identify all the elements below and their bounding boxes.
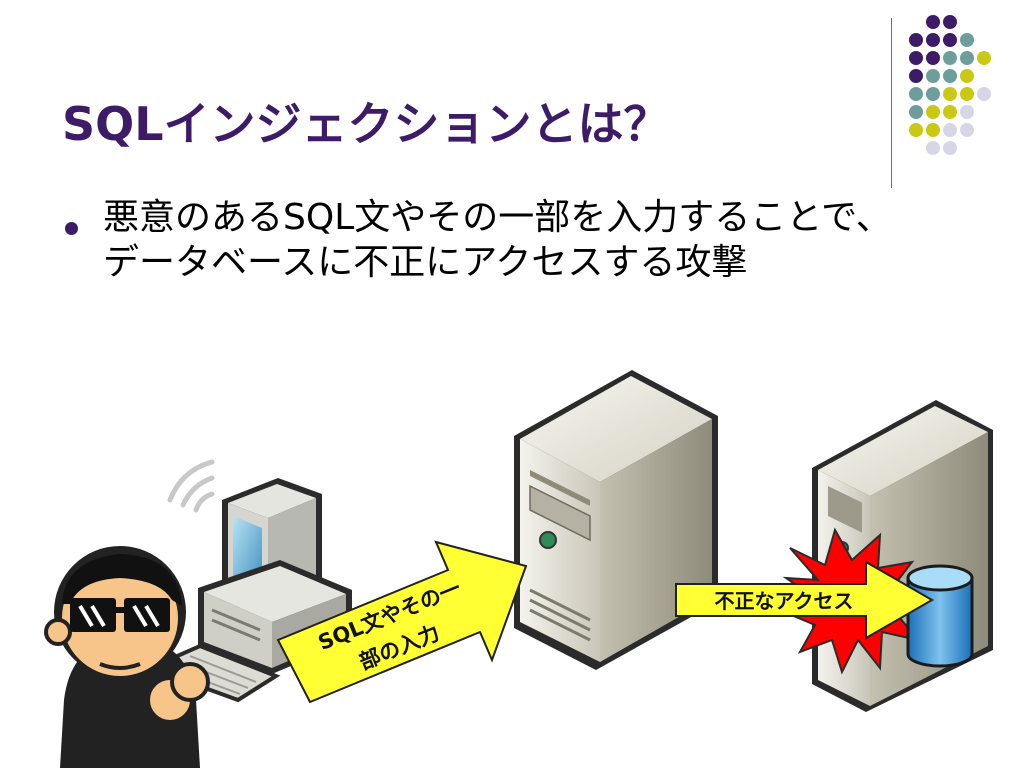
decorative-dot	[943, 105, 957, 119]
decorative-dot	[943, 87, 957, 101]
bullet-text: 悪意のあるSQL文やその一部を入力することで、 データベースに不正にアクセスする…	[103, 196, 1003, 285]
database-icon	[906, 564, 974, 668]
decorative-dot	[909, 87, 923, 101]
decorative-dot	[909, 123, 923, 137]
decorative-dot	[960, 123, 974, 137]
bullet-marker	[65, 222, 78, 235]
server-icon-main	[514, 370, 718, 670]
decorative-dot	[943, 51, 957, 65]
decorative-dot	[960, 87, 974, 101]
signal-icon	[167, 459, 215, 513]
decorative-dot	[943, 123, 957, 137]
decorative-dot	[960, 69, 974, 83]
decorative-dot	[943, 141, 957, 155]
decorative-dot	[977, 87, 991, 101]
decorative-dot	[926, 69, 940, 83]
decorative-dot	[943, 15, 957, 29]
decorative-dot	[909, 33, 923, 47]
decorative-dot	[926, 105, 940, 119]
arrow-icon-access: 不正なアクセス	[675, 560, 935, 640]
decorative-dot	[909, 51, 923, 65]
decorative-dot	[943, 33, 957, 47]
header-divider	[891, 18, 892, 188]
bullet-line-1: 悪意のあるSQL文やその一部を入力することで、	[103, 197, 892, 238]
bullet-line-2: データベースに不正にアクセスする攻撃	[103, 241, 748, 283]
decorative-dot	[926, 15, 940, 29]
decorative-dot	[926, 51, 940, 65]
hacker-icon	[44, 546, 210, 768]
arrow2-label: 不正なアクセス	[715, 589, 854, 613]
decorative-dot	[926, 141, 940, 155]
slide-title: SQLインジェクションとは？	[62, 97, 670, 151]
decorative-dot	[960, 51, 974, 65]
decorative-dot	[977, 51, 991, 65]
decorative-dot	[926, 123, 940, 137]
decorative-dot	[926, 33, 940, 47]
decorative-dot	[909, 69, 923, 83]
decorative-dot	[960, 105, 974, 119]
decorative-dots-icon	[909, 15, 991, 155]
decorative-dot	[926, 87, 940, 101]
decorative-dot	[943, 69, 957, 83]
decorative-dot	[960, 33, 974, 47]
decorative-dot	[909, 105, 923, 119]
